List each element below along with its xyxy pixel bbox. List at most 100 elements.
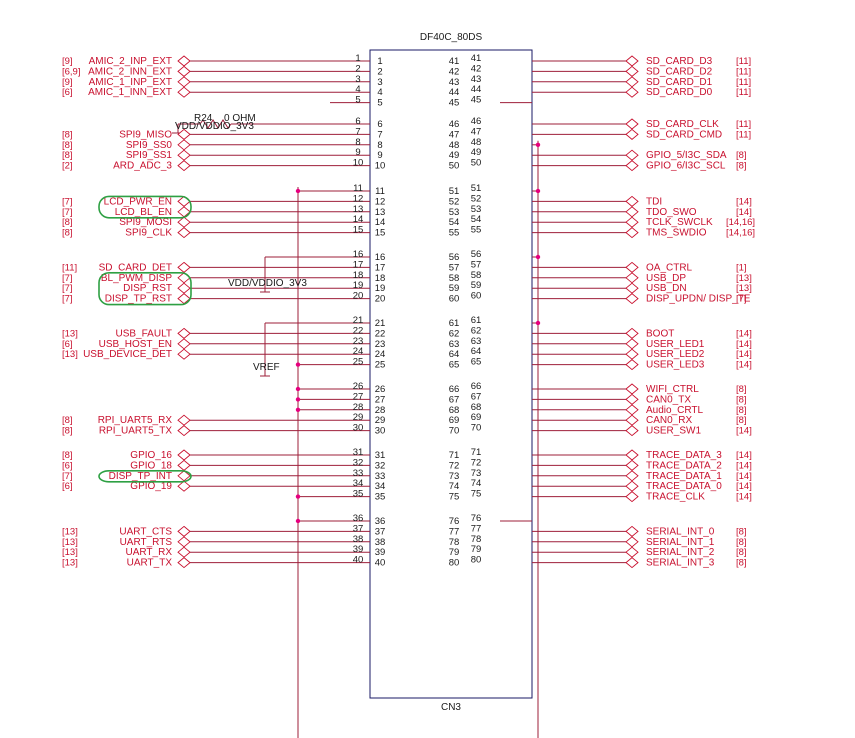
port-symbol xyxy=(625,536,639,548)
port-symbol xyxy=(177,160,191,172)
port-symbol xyxy=(177,459,191,471)
pin-number-inner: 48 xyxy=(449,140,460,151)
port-symbol xyxy=(625,480,639,492)
pin-number-outer: 59 xyxy=(471,280,482,291)
pin-number-inner: 47 xyxy=(449,129,460,140)
pin-number-inner: 52 xyxy=(449,196,460,207)
pin-number-inner: 57 xyxy=(449,262,460,273)
pin-number-outer: 38 xyxy=(353,534,364,545)
net-ref: [6] xyxy=(62,87,73,98)
port-symbol xyxy=(177,480,191,492)
port-symbol xyxy=(625,546,639,558)
net-label: SERIAL_INT_3 xyxy=(646,558,715,569)
net-label: TCLK_SWCLK xyxy=(646,217,713,228)
net-label: GPIO_6/I3C_SCL xyxy=(646,161,726,172)
port-symbol xyxy=(177,449,191,461)
net-label: SPI9_SS1 xyxy=(126,150,173,161)
net-label: USB_FAULT xyxy=(116,328,173,339)
pin-number-inner: 79 xyxy=(449,547,460,558)
pin-number-outer: 65 xyxy=(471,357,482,368)
pin-number-outer: 39 xyxy=(353,544,364,555)
junction-dot xyxy=(295,494,301,499)
net-label: TMS_SWDIO xyxy=(646,228,707,239)
net-label: AMIC_1_INN_EXT xyxy=(88,87,172,98)
pin-number-inner: 19 xyxy=(375,283,386,294)
pin-number-inner: 50 xyxy=(449,161,460,172)
net-ref: [9] xyxy=(62,56,73,67)
pin-number-outer: 27 xyxy=(353,391,364,402)
port-symbol xyxy=(177,546,191,558)
pin-number-outer: 44 xyxy=(471,84,482,95)
pin-number-outer: 23 xyxy=(353,336,364,347)
power-label-vddio-mid: VDD/VDDIO_3V3 xyxy=(228,278,307,289)
net-ref: [11] xyxy=(736,119,751,130)
pin-number-outer: 15 xyxy=(353,225,364,236)
pin-number-outer: 56 xyxy=(471,249,482,260)
pin-number-inner: 8 xyxy=(377,140,382,151)
pin-number-inner: 61 xyxy=(449,318,460,329)
net-ref: [14,16] xyxy=(726,228,755,239)
pin-number-inner: 34 xyxy=(375,481,386,492)
pin-number-inner: 31 xyxy=(375,450,386,461)
pin-number-outer: 8 xyxy=(355,137,360,148)
pin-number-outer: 67 xyxy=(471,391,482,402)
pin-number-outer: 10 xyxy=(353,158,364,169)
net-ref: [14] xyxy=(736,460,752,471)
net-label: SPI9_CLK xyxy=(125,228,172,239)
net-ref: [13] xyxy=(62,328,78,339)
pin-number-outer: 24 xyxy=(353,346,364,357)
net-ref: [8] xyxy=(736,537,747,548)
pin-number-inner: 10 xyxy=(375,161,386,172)
net-label: SERIAL_INT_1 xyxy=(646,537,715,548)
pin-number-outer: 32 xyxy=(353,457,364,468)
port-symbol xyxy=(177,557,191,569)
pin-number-inner: 75 xyxy=(449,492,460,503)
port-symbol xyxy=(177,149,191,161)
pin-number-inner: 65 xyxy=(449,360,460,371)
net-ref: [11] xyxy=(62,262,77,273)
pin-number-outer: 74 xyxy=(471,478,482,489)
net-ref: [6] xyxy=(62,460,73,471)
net-label: LCD_PWR_EN xyxy=(104,196,172,207)
pin-number-outer: 69 xyxy=(471,412,482,423)
port-symbol xyxy=(625,459,639,471)
port-symbol xyxy=(625,425,639,437)
net-ref: [14] xyxy=(736,196,752,207)
net-ref: [9] xyxy=(62,77,73,88)
port-symbol xyxy=(625,525,639,537)
resistor-value: 0 OHM xyxy=(224,113,256,124)
net-label: TRACE_DATA_2 xyxy=(646,460,722,471)
port-symbol xyxy=(625,227,639,239)
pin-number-outer: 37 xyxy=(353,523,364,534)
pin-number-outer: 52 xyxy=(471,193,482,204)
net-label: SD_CARD_D0 xyxy=(646,87,713,98)
pin-number-inner: 1 xyxy=(377,56,382,67)
power-label-vref: VREF xyxy=(253,362,280,373)
net-ref: [8] xyxy=(62,228,73,239)
net-label: TRACE_DATA_1 xyxy=(646,471,722,482)
pin-number-outer: 1 xyxy=(355,53,360,64)
net-label: TRACE_DATA_0 xyxy=(646,481,722,492)
net-label: USER_LED2 xyxy=(646,349,705,360)
net-ref: [8] xyxy=(736,558,747,569)
pin-number-inner: 9 xyxy=(377,150,382,161)
pin-number-inner: 73 xyxy=(449,471,460,482)
port-symbol xyxy=(177,76,191,88)
net-label: SD_CARD_CMD xyxy=(646,129,722,140)
pin-number-inner: 77 xyxy=(449,526,460,537)
pin-number-outer: 57 xyxy=(471,259,482,270)
net-label: RPI_UART5_RX xyxy=(98,415,173,426)
pin-number-inner: 55 xyxy=(449,228,460,239)
port-symbol xyxy=(625,393,639,405)
pin-number-outer: 34 xyxy=(353,478,364,489)
net-ref: [13] xyxy=(736,283,752,294)
highlight-oval xyxy=(98,469,192,483)
net-ref: [14,16] xyxy=(726,217,755,228)
pin-number-outer: 25 xyxy=(353,357,364,368)
port-symbol xyxy=(625,128,639,140)
net-ref: [13] xyxy=(62,526,78,537)
net-ref: [8] xyxy=(62,150,73,161)
net-label: USER_LED1 xyxy=(646,339,705,350)
pin-number-inner: 40 xyxy=(375,558,386,569)
pin-number-outer: 3 xyxy=(355,74,360,85)
